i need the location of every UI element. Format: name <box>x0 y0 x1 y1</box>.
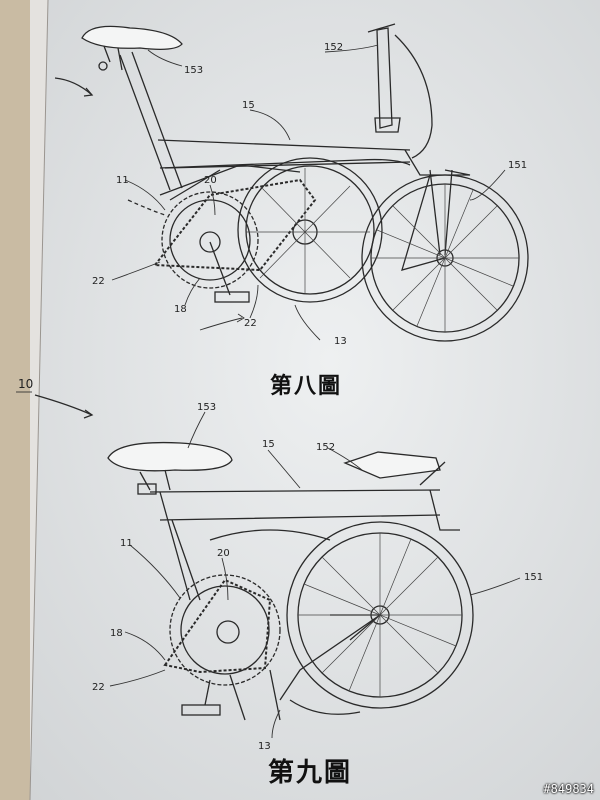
fig9-label-10: 10 <box>18 377 33 391</box>
fig8-label-13: 13 <box>334 336 347 347</box>
figure-8-front-spokes <box>371 184 519 332</box>
figure-9-labels: 10 153 15 152 151 11 20 18 22 13 <box>16 377 543 752</box>
figure-9-bicycle <box>34 394 474 721</box>
fig8-label-151: 151 <box>508 160 527 171</box>
fig8-label-15: 15 <box>242 100 255 111</box>
fig8-label-18: 18 <box>174 304 187 315</box>
figure-8-rear-spokes <box>246 168 370 294</box>
fig8-label-22b: 22 <box>244 318 257 329</box>
fig8-label-153: 153 <box>184 65 203 76</box>
fig9-label-152: 152 <box>316 442 335 453</box>
fig8-label-22a: 22 <box>92 276 105 287</box>
fig9-label-15: 15 <box>262 439 275 450</box>
figure-9-leaders <box>109 411 521 739</box>
fig9-label-151: 151 <box>524 572 543 583</box>
fig8-label-20: 20 <box>204 175 217 186</box>
figure-8-title: 第八圖 <box>270 373 343 399</box>
figure-8-labels: 153 152 15 151 11 20 22 18 22 13 <box>92 42 527 347</box>
figure-9-title: 第九圖 <box>268 758 353 788</box>
watermark: #849834 <box>543 782 594 796</box>
fig9-label-11: 11 <box>120 538 133 549</box>
fig9-label-153: 153 <box>197 402 216 413</box>
fig9-label-13: 13 <box>258 741 271 752</box>
figure-9-front-spokes <box>298 533 462 697</box>
fig9-label-22: 22 <box>92 682 105 693</box>
figure-8-leaders <box>111 44 506 341</box>
fig9-label-20: 20 <box>217 548 230 559</box>
fig8-label-152: 152 <box>324 42 343 53</box>
fig8-label-11: 11 <box>116 175 129 186</box>
fig9-label-18: 18 <box>110 628 123 639</box>
